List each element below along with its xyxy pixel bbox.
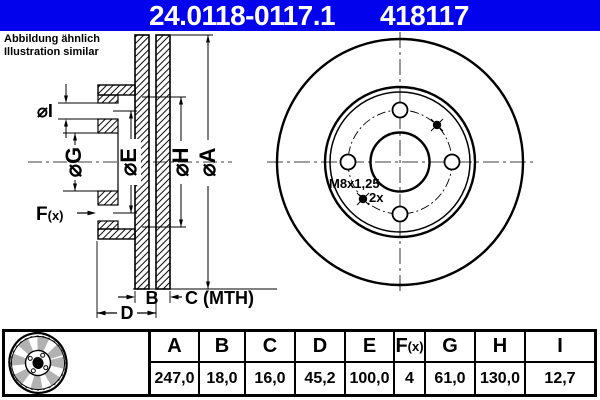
cross-section-view: ⌀I ⌀G ⌀E ⌀H: [28, 34, 277, 323]
reference-number: 418117: [380, 0, 469, 31]
col-header-fx: F(x): [395, 332, 426, 363]
value-h: 130,0: [476, 363, 526, 394]
dim-label-fx: F(x): [36, 204, 64, 225]
note-line-de: Abbildung ähnlich: [4, 33, 100, 45]
front-view: M8x1,25 2x: [267, 32, 533, 294]
value-a: 247,0: [151, 363, 200, 394]
col-header-d: D: [296, 332, 346, 363]
col-header-c: C: [246, 332, 296, 363]
brake-disc-icon: [8, 331, 68, 395]
threaded-hole-sw: [356, 192, 370, 206]
dim-label-dia-a: ⌀A: [195, 147, 220, 176]
part-number: 24.0118-0117.1: [149, 0, 336, 31]
dim-label-b: B: [146, 288, 159, 308]
dim-label-c: C (MTH): [185, 288, 254, 308]
spec-table: A B C D E F(x) G H I 247,0 18,0 16,0 45,…: [2, 329, 597, 397]
col-header-h: H: [476, 332, 526, 363]
value-fx: 4: [395, 363, 426, 394]
threaded-hole-ne: [430, 118, 444, 132]
col-header-i: I: [526, 332, 594, 363]
col-header-b: B: [200, 332, 246, 363]
note-line-en: Illustration similar: [4, 46, 99, 58]
value-e: 100,0: [346, 363, 395, 394]
dim-label-d: D: [121, 303, 134, 323]
value-d: 45,2: [296, 363, 346, 394]
similarity-note: Abbildung ähnlich Illustration similar: [4, 33, 100, 59]
dim-label-dia-i: ⌀I: [37, 101, 53, 121]
dim-label-dia-g: ⌀G: [61, 147, 86, 177]
title-bar: 24.0118-0117.1 418117: [0, 0, 600, 31]
value-g: 61,0: [426, 363, 476, 394]
col-header-e: E: [346, 332, 395, 363]
value-b: 18,0: [200, 363, 246, 394]
col-header-a: A: [151, 332, 200, 363]
disc-thumbnail-cell: [5, 331, 151, 395]
value-c: 16,0: [246, 363, 296, 394]
dim-label-dia-h: ⌀H: [168, 147, 193, 176]
spec-grid: A B C D E F(x) G H I 247,0 18,0 16,0 45,…: [151, 332, 594, 394]
dim-label-dia-e: ⌀E: [116, 148, 141, 176]
col-header-g: G: [426, 332, 476, 363]
thread-count-label: 2x: [369, 190, 384, 205]
value-i: 12,7: [544, 369, 576, 387]
thread-spec-label: M8x1,25: [329, 176, 380, 191]
